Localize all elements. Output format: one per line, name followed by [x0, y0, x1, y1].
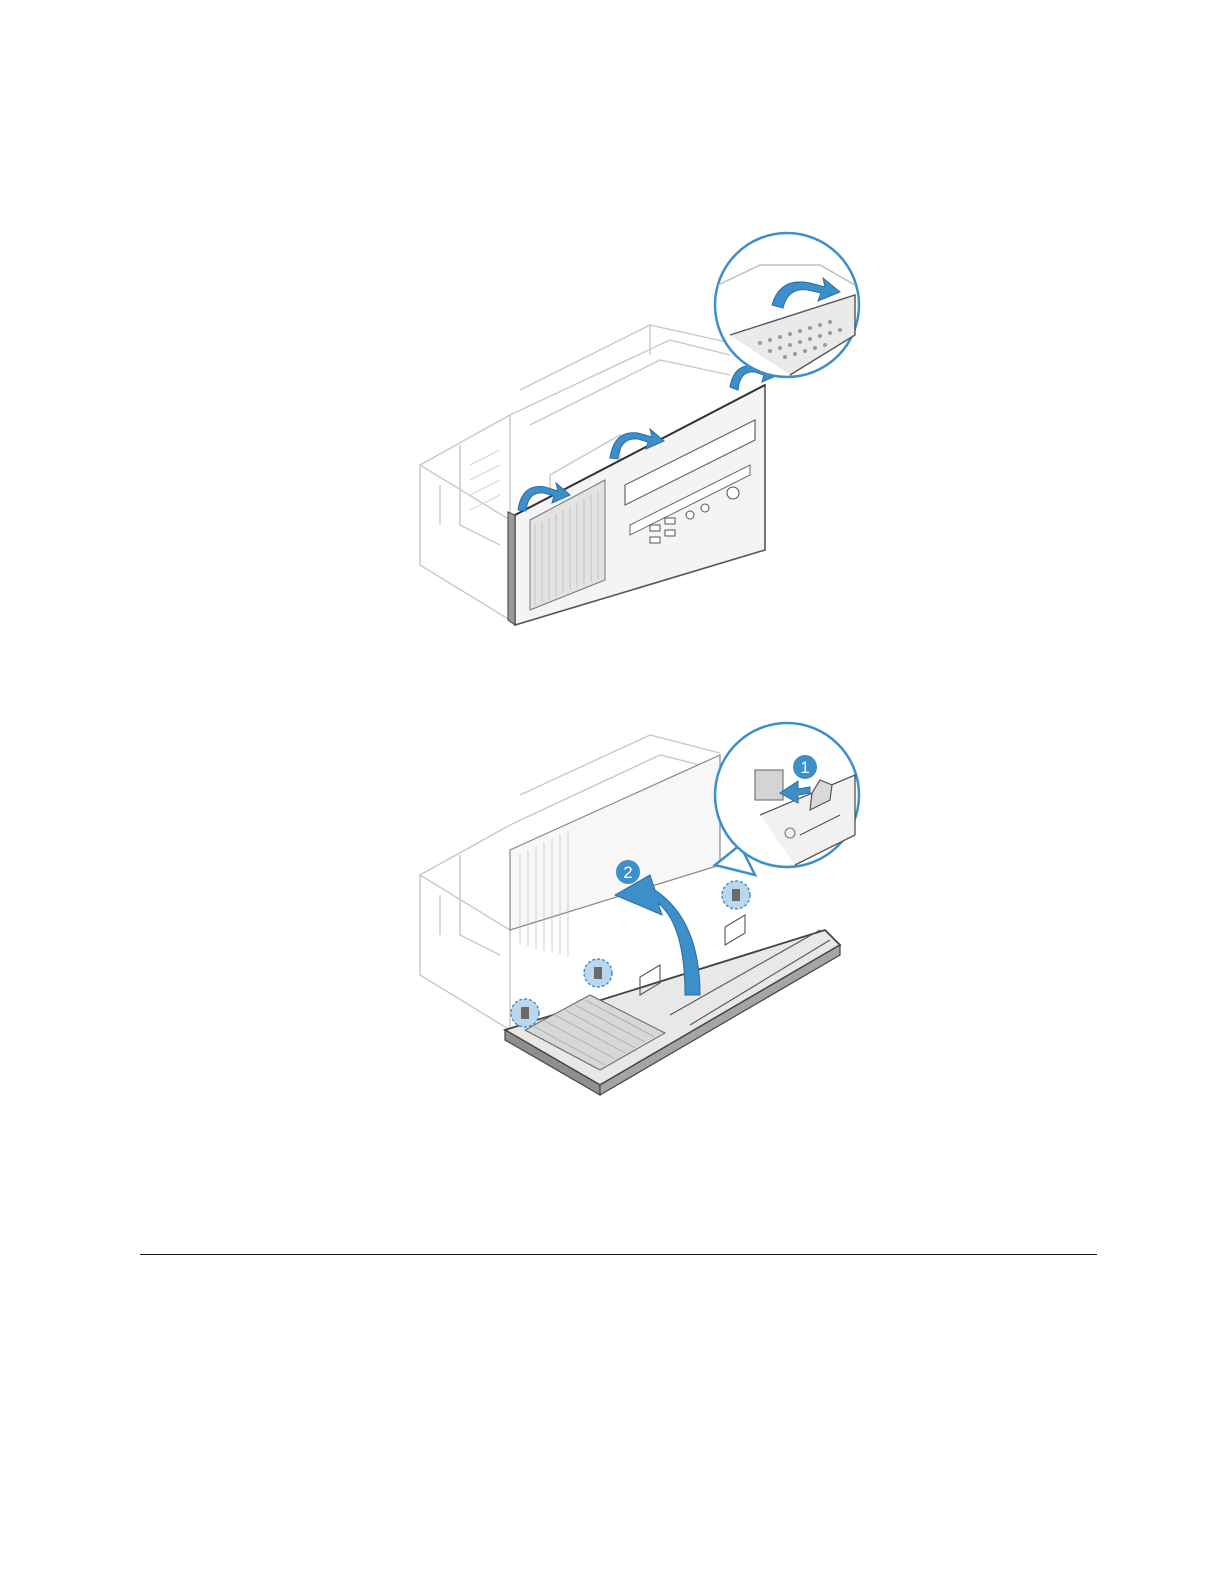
svg-text:2: 2 — [623, 863, 632, 882]
bezel-removal-illustration — [400, 225, 880, 635]
front-bezel — [508, 385, 765, 625]
front-bezel-tilted — [505, 915, 840, 1095]
footer-divider — [140, 1254, 1097, 1255]
detail-zoom-callout — [715, 233, 859, 377]
detail-zoom-callout — [715, 723, 859, 875]
callout-step-2: 2 — [616, 860, 640, 884]
bezel-installation-illustration: 2 1 — [400, 715, 880, 1100]
callout-step-1: 1 — [793, 755, 817, 779]
svg-text:1: 1 — [800, 758, 809, 777]
pivot-arrow — [615, 875, 700, 995]
